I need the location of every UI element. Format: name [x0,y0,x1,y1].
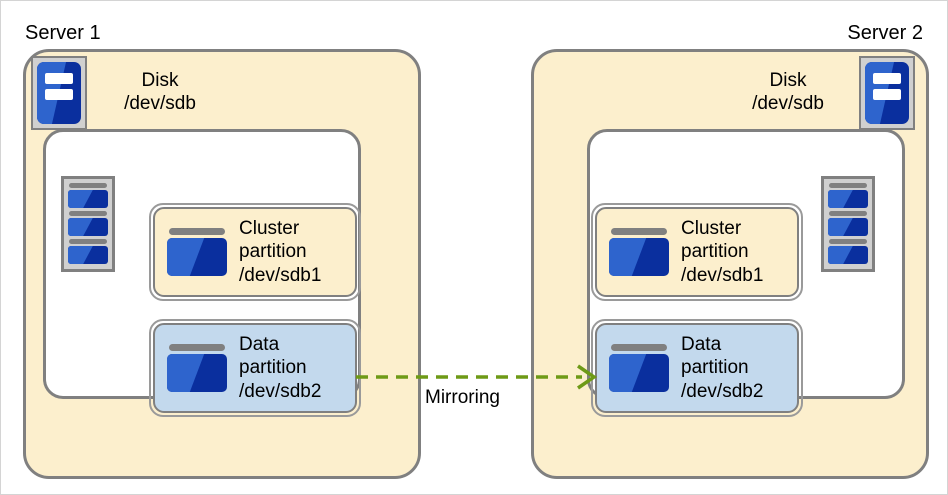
mirroring-arrow [356,364,598,390]
server-2-label: Server 2 [847,22,923,44]
partition-line-3: /dev/sdb1 [681,264,764,286]
partition-disk-body [609,354,669,392]
server-1-data-partition: Data partition /dev/sdb2 [149,319,361,417]
partition-disk-icon [167,228,227,276]
server-1-disk-title: Disk /dev/sdb [95,69,225,115]
partition-disk-icon [167,344,227,392]
disk-drive-icon [68,183,108,209]
partition-text: Cluster partition /dev/sdb1 [239,217,321,287]
drive-cap [829,239,867,244]
partition-inner: Cluster partition /dev/sdb1 [595,207,799,297]
partition-inner: Data partition /dev/sdb2 [153,323,357,413]
server-1-label: Server 1 [25,22,101,44]
partition-line-3: /dev/sdb1 [239,264,322,286]
partition-disk-cap [611,228,667,235]
server-1-disk-title-line1: Disk [141,70,179,91]
server-slot-icon [872,88,902,100]
server-chassis [37,62,81,124]
partition-disk-body [167,238,227,276]
partition-line-1: Cluster [239,218,300,240]
arrow-right-icon [577,364,598,390]
drive-body [68,190,108,208]
partition-text: Data partition /dev/sdb2 [681,333,763,403]
partition-line-3: /dev/sdb2 [239,380,322,402]
partition-line-2: partition [681,357,749,379]
partition-disk-body [609,238,669,276]
drive-cap [829,183,867,188]
server-slot-icon [872,73,902,85]
partition-inner: Data partition /dev/sdb2 [595,323,799,413]
partition-text: Cluster partition /dev/sdb1 [681,217,763,287]
partition-disk-cap [169,344,225,351]
partition-disk-cap [611,344,667,351]
server-2-data-partition: Data partition /dev/sdb2 [591,319,803,417]
drive-body [828,246,868,264]
drive-body [68,218,108,236]
partition-disk-icon [609,228,669,276]
server-2-cluster-partition: Cluster partition /dev/sdb1 [591,203,803,301]
partition-disk-icon [609,344,669,392]
drive-body [828,190,868,208]
partition-line-2: partition [239,357,307,379]
server-2-disk-title-line1: Disk [769,70,807,91]
disk-stack-icon [61,176,115,272]
partition-line-2: partition [239,241,307,263]
server-machine-icon [859,56,915,130]
partition-disk-body [167,354,227,392]
server-1-cluster-partition: Cluster partition /dev/sdb1 [149,203,361,301]
server-chassis [865,62,909,124]
drive-cap [69,183,107,188]
partition-line-2: partition [681,241,749,263]
drive-cap [829,211,867,216]
server-2-disk-title: Disk /dev/sdb [723,69,853,115]
disk-drive-icon [828,239,868,265]
drive-body [828,218,868,236]
partition-line-1: Cluster [681,218,742,240]
server-2-disk-title-line2: /dev/sdb [752,93,824,115]
server-slot-icon [44,88,74,100]
disk-drive-icon [828,183,868,209]
server-machine-icon [31,56,87,130]
mirroring-label: Mirroring [425,387,500,408]
drive-cap [69,211,107,216]
partition-line-1: Data [681,334,722,356]
partition-line-3: /dev/sdb2 [681,380,764,402]
disk-drive-icon [68,211,108,237]
disk-drive-icon [828,211,868,237]
partition-disk-cap [169,228,225,235]
drive-body [68,246,108,264]
drive-cap [69,239,107,244]
server-1-disk-title-line2: /dev/sdb [124,93,196,115]
server-slot-icon [44,73,74,85]
partition-text: Data partition /dev/sdb2 [239,333,321,403]
partition-line-1: Data [239,334,280,356]
disk-stack-icon [821,176,875,272]
disk-drive-icon [68,239,108,265]
partition-inner: Cluster partition /dev/sdb1 [153,207,357,297]
